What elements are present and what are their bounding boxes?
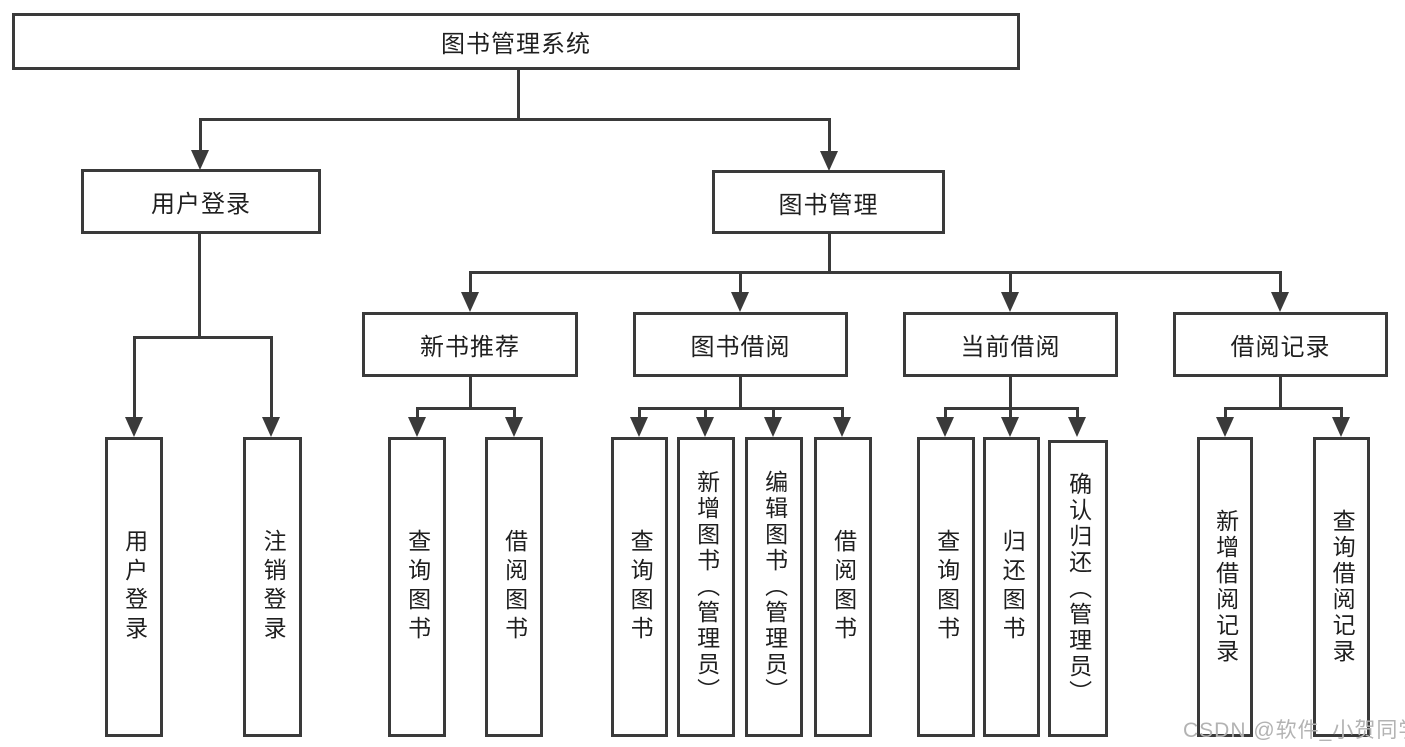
leaf-confirm-return-admin: 确认归还（管理员） <box>1048 440 1108 737</box>
node-current-borrowing: 当前借阅 <box>903 312 1118 377</box>
connector-user-login-split <box>133 336 273 339</box>
connector-borrow-records-drop <box>1279 377 1282 407</box>
connector-leaf <box>772 407 775 419</box>
leaf-return-book: 归还图书 <box>983 437 1040 737</box>
connector-to-new-book <box>469 271 472 294</box>
arrow-leaf <box>764 417 782 437</box>
connector-to-user-login <box>199 118 202 152</box>
arrow-leaf <box>630 417 648 437</box>
arrow-to-current-borrow <box>1001 292 1019 312</box>
arrow-to-book-borrow <box>731 292 749 312</box>
leaf-query-books-borrow: 查询图书 <box>611 437 668 737</box>
connector-book-mgmt-drop <box>828 234 831 271</box>
node-label: 借阅图书 <box>501 529 528 645</box>
node-label: 归还图书 <box>999 529 1026 645</box>
node-label: 查询图书 <box>404 529 431 645</box>
arrow-to-new-book <box>461 292 479 312</box>
connector-leaf <box>944 407 947 419</box>
connector-to-leaf-user-login <box>133 336 136 419</box>
node-label: 当前借阅 <box>960 334 1061 361</box>
connector-leaf <box>638 407 641 419</box>
node-label: 查询图书 <box>627 529 654 645</box>
leaf-query-books-recommend: 查询图书 <box>388 437 446 737</box>
node-label: 新书推荐 <box>420 334 520 361</box>
node-label: 查询借阅记录 <box>1329 509 1356 665</box>
node-label: 编辑图书（管理员） <box>761 470 788 704</box>
connector-leaf <box>704 407 707 419</box>
arrow-leaf <box>833 417 851 437</box>
leaf-add-book-admin: 新增图书（管理员） <box>677 437 735 737</box>
node-library-management-system: 图书管理系统 <box>12 13 1020 70</box>
connector-leaf <box>1340 407 1343 419</box>
leaf-borrow-book: 借阅图书 <box>814 437 872 737</box>
node-label: 用户登录 <box>121 529 148 645</box>
arrow-to-user-login <box>191 150 209 170</box>
connector-root-drop <box>517 70 520 118</box>
node-borrowing-records: 借阅记录 <box>1173 312 1388 377</box>
arrow-to-leaf-logout <box>262 417 280 437</box>
arrow-leaf <box>696 417 714 437</box>
node-book-management: 图书管理 <box>712 170 945 234</box>
connector-root-split <box>199 118 831 121</box>
connector-leaf <box>1076 407 1079 419</box>
connector-book-borrow-split <box>638 407 843 410</box>
node-book-borrowing: 图书借阅 <box>633 312 848 377</box>
arrow-to-leaf-user-login <box>125 417 143 437</box>
arrow-leaf <box>1001 417 1019 437</box>
connector-borrow-records-split <box>1224 407 1342 410</box>
node-label: 确认归还（管理员） <box>1065 471 1092 706</box>
node-label: 图书管理系统 <box>441 31 591 58</box>
arrow-leaf <box>408 417 426 437</box>
node-user-login: 用户登录 <box>81 169 321 234</box>
connector-new-book-drop <box>469 377 472 407</box>
leaf-user-login: 用户登录 <box>105 437 163 737</box>
connector-new-book-split <box>416 407 516 410</box>
connector-book-mgmt-split <box>469 271 1281 274</box>
node-label: 注销登录 <box>260 529 287 645</box>
node-label: 新增借阅记录 <box>1212 509 1239 665</box>
node-label: 借阅记录 <box>1230 334 1331 361</box>
connector-user-login-drop <box>198 234 201 336</box>
node-new-book-recommendation: 新书推荐 <box>362 312 578 377</box>
watermark: CSDN @软件_小贺同学 <box>1183 719 1405 742</box>
node-label: 借阅图书 <box>830 529 857 645</box>
arrow-to-book-management <box>820 151 838 171</box>
connector-to-book-borrow <box>739 271 742 294</box>
connector-leaf <box>513 407 516 419</box>
node-label: 新增图书（管理员） <box>693 470 720 704</box>
connector-leaf <box>841 407 844 419</box>
connector-book-borrow-drop <box>739 377 742 407</box>
node-label: 查询图书 <box>933 529 960 645</box>
connector-to-book-management <box>828 118 831 152</box>
leaf-logout: 注销登录 <box>243 437 302 737</box>
connector-leaf <box>1224 407 1227 419</box>
node-label: 用户登录 <box>151 191 251 218</box>
leaf-edit-book-admin: 编辑图书（管理员） <box>745 437 803 737</box>
arrow-leaf <box>1216 417 1234 437</box>
connector-leaf <box>416 407 419 419</box>
connector-to-leaf-logout <box>270 336 273 419</box>
connector-to-borrow-records <box>1279 271 1282 294</box>
leaf-query-books-current: 查询图书 <box>917 437 975 737</box>
leaf-query-borrow-record: 查询借阅记录 <box>1313 437 1370 737</box>
node-label: 图书借阅 <box>690 334 791 361</box>
node-label: 图书管理 <box>778 191 879 219</box>
leaf-borrow-books-recommend: 借阅图书 <box>485 437 543 737</box>
leaf-add-borrow-record: 新增借阅记录 <box>1197 437 1253 737</box>
connector-leaf <box>1009 407 1012 419</box>
arrow-leaf <box>1068 417 1086 437</box>
arrow-leaf <box>1332 417 1350 437</box>
connector-to-current-borrow <box>1009 271 1012 294</box>
arrow-leaf <box>505 417 523 437</box>
arrow-to-borrow-records <box>1271 292 1289 312</box>
arrow-leaf <box>936 417 954 437</box>
connector-current-borrow-drop <box>1009 377 1012 407</box>
